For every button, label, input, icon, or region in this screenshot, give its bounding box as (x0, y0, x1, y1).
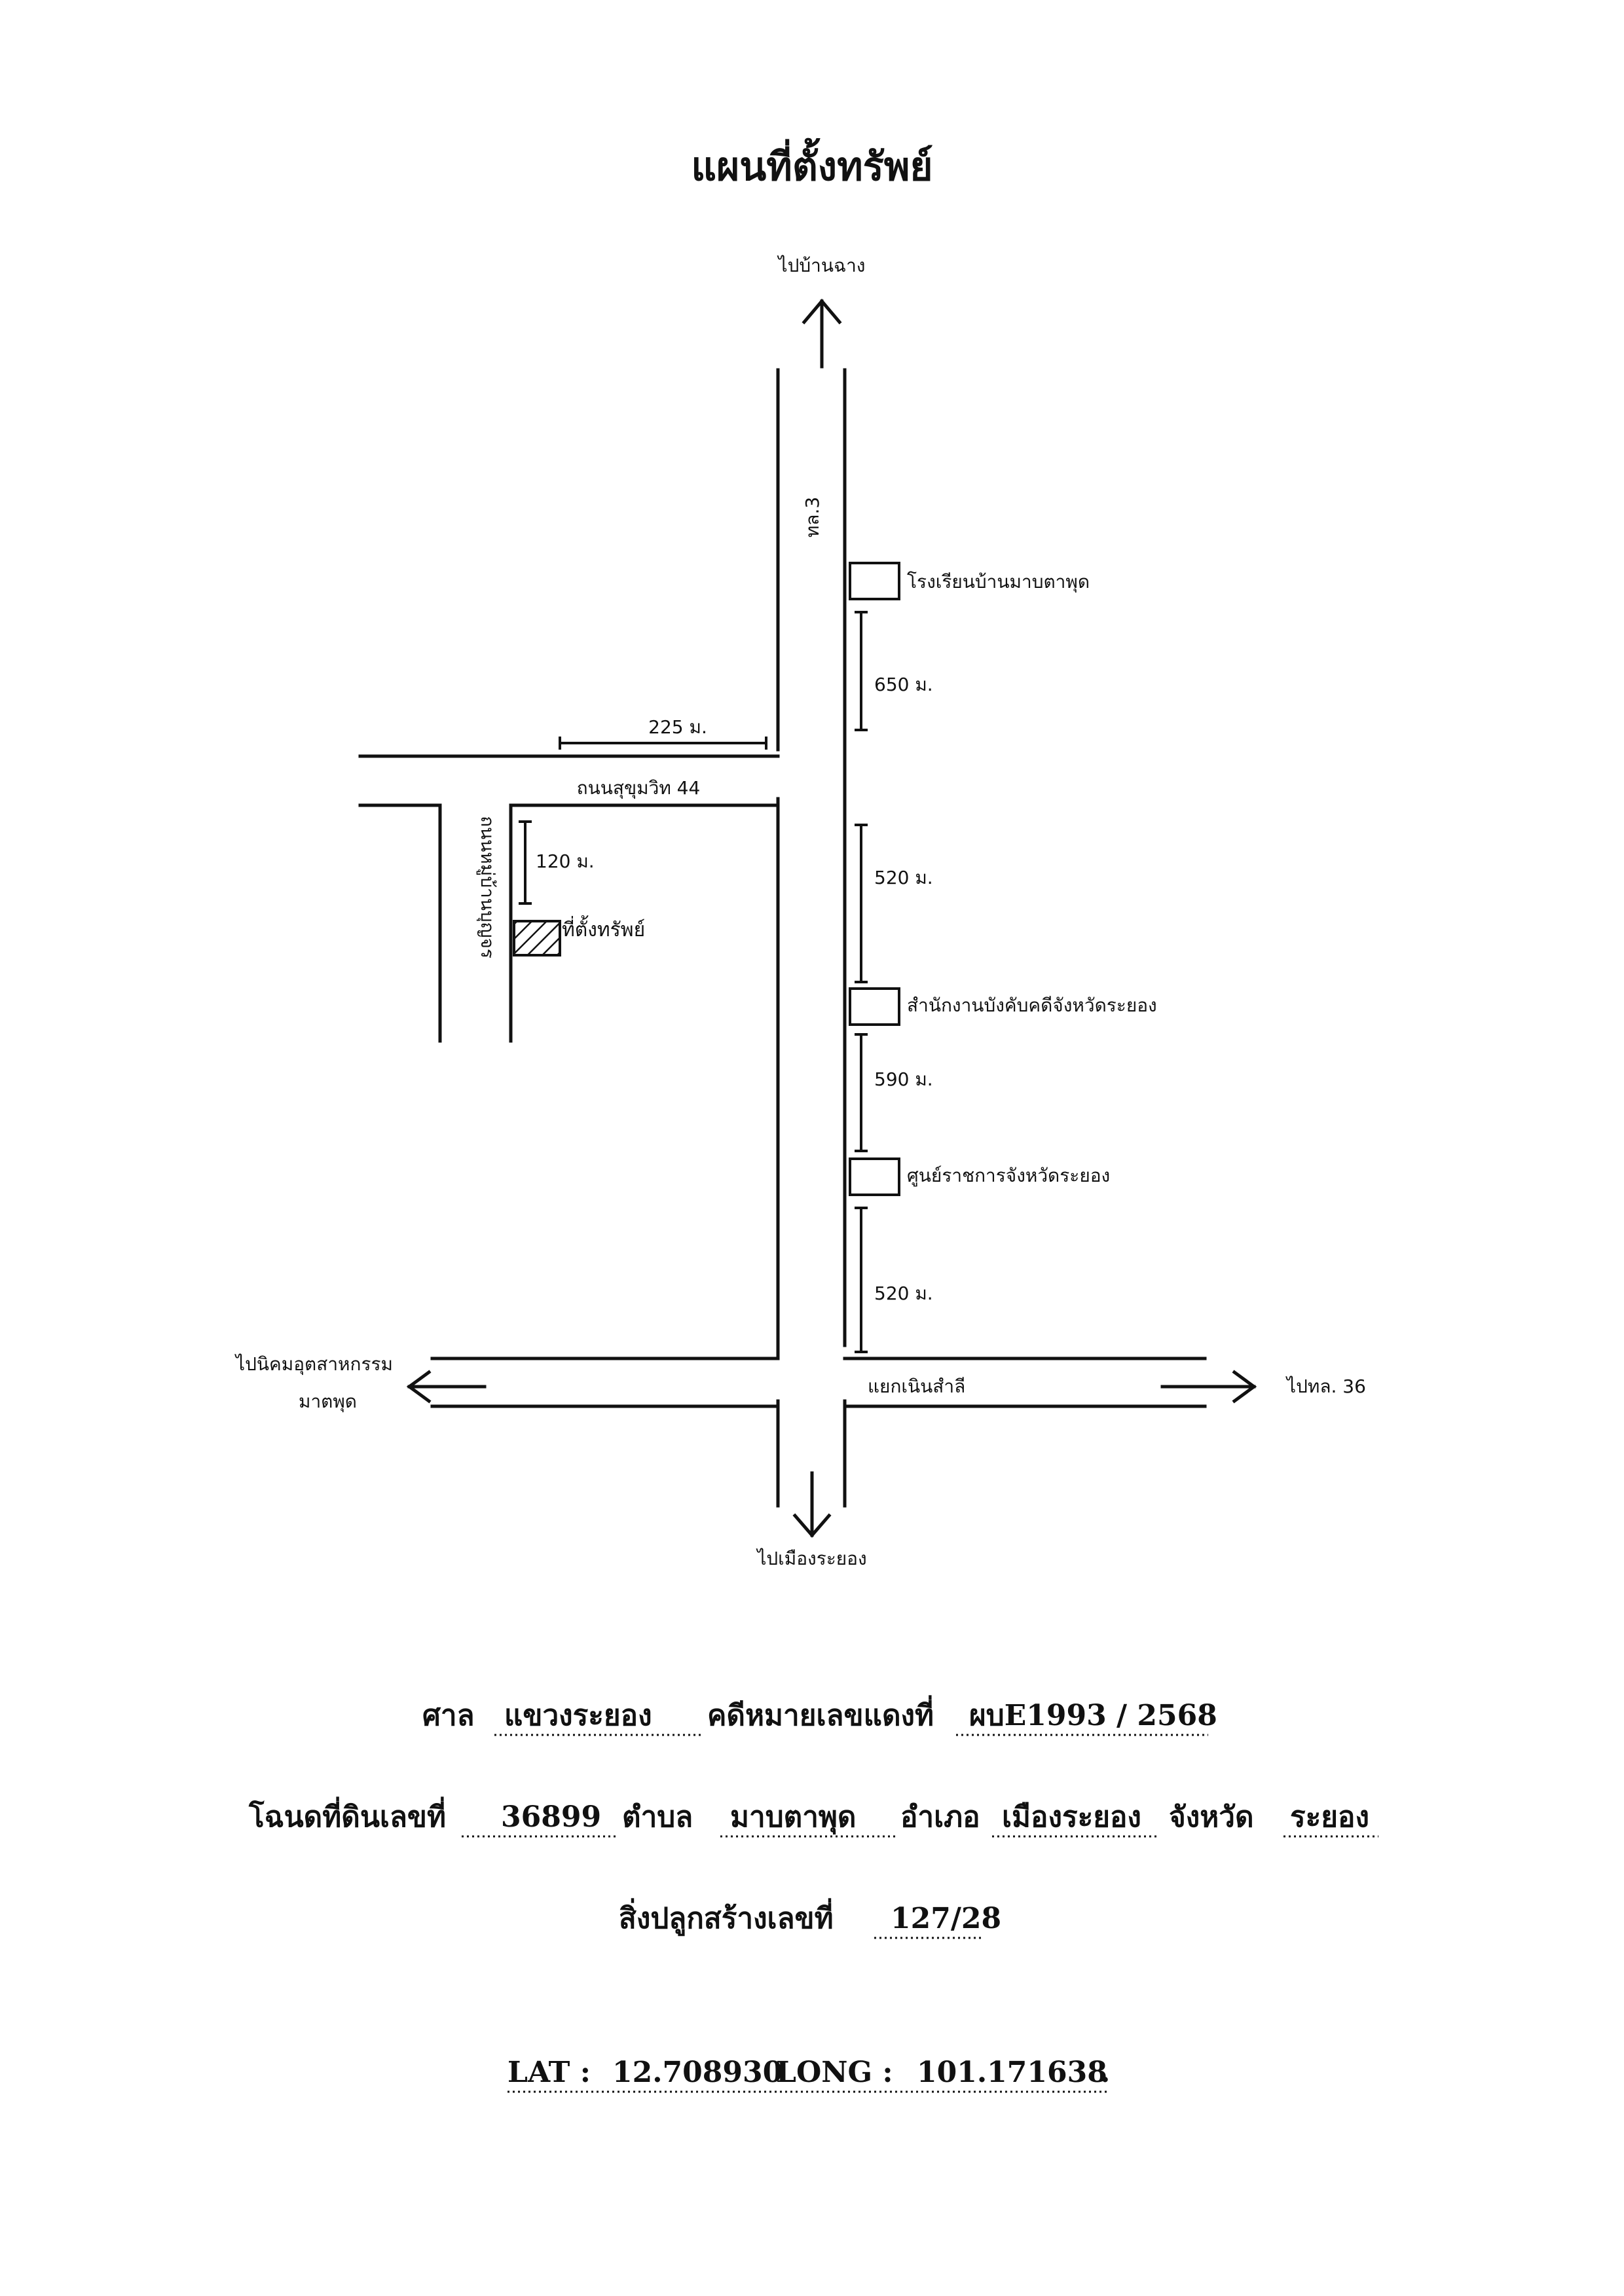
junction-label: แยกเนินสำลี (868, 1376, 965, 1397)
distance-label-120: 120 ม. (536, 850, 595, 872)
distance-label-520-lower: 520 ม. (874, 1283, 933, 1304)
west-arrow (406, 1370, 487, 1404)
distance-marker-520-upper (855, 824, 868, 983)
page-title: แผนที่ตั้งทรัพย์ (691, 137, 932, 190)
soi-road (438, 803, 513, 1043)
tambon-label: ตำบล (622, 1800, 693, 1834)
coordinates-end-mark: . (1100, 2056, 1110, 2089)
building-label: สิ่งปลูกสร้างเลขที่ (619, 1898, 834, 1936)
south-direction-label: ไปเมืองระยอง (756, 1548, 866, 1569)
building-value: 127/28 (891, 1902, 1001, 1935)
sukhumvit-road-label: ถนนสุขุมวิท 44 (577, 777, 701, 799)
north-direction-label: ไปบ้านฉาง (777, 255, 866, 276)
distance-marker-225 (559, 737, 767, 750)
case-number-label: คดีหมายเลขแดงที่ (707, 1695, 934, 1732)
distance-label-650: 650 ม. (874, 674, 933, 695)
longitude-label: LONG : (776, 2056, 893, 2089)
gov-center-building (849, 1157, 900, 1196)
highway-road (776, 368, 847, 1508)
sukhumvit-road (358, 754, 780, 807)
north-arrow (802, 299, 842, 369)
enforcement-office-label: สำนักงานบังคับคดีจังหวัดระยอง (907, 994, 1157, 1016)
enforcement-office-building (849, 987, 900, 1026)
court-line: ศาล แขวงระยอง คดีหมายเลขแดงที่ ผบE1993 /… (422, 1695, 1217, 1736)
deed-label: โฉนดที่ดินเลขที่ (248, 1796, 446, 1834)
distance-marker-650 (855, 611, 868, 731)
court-label: ศาล (422, 1699, 475, 1732)
distance-label-590: 590 ม. (874, 1068, 933, 1090)
amphoe-value: เมืองระยอง (1002, 1800, 1141, 1834)
longitude-value: 101.171638 (917, 2056, 1107, 2089)
province-label: จังหวัด (1169, 1800, 1254, 1834)
coordinates-line: LAT : 12.708930 LONG : 101.171638 . (507, 2056, 1110, 2093)
amphoe-label: อำเภอ (900, 1800, 980, 1834)
distance-marker-520-lower (855, 1207, 868, 1353)
distance-marker-590 (855, 1033, 868, 1152)
court-value: แขวงระยอง (504, 1699, 652, 1732)
distance-marker-120 (519, 820, 532, 905)
east-direction-label: ไปทล. 36 (1285, 1376, 1366, 1397)
cross-road (430, 1357, 1207, 1408)
deed-line: โฉนดที่ดินเลขที่ 36899 ตำบล มาบตาพุด อำเ… (248, 1796, 1378, 1838)
school-building (849, 562, 900, 600)
gov-center-label: ศูนย์ราชการจังหวัดระยอง (907, 1165, 1110, 1187)
latitude-value: 12.708930 (612, 2056, 783, 2089)
west-direction-label-line2: มาตพุด (299, 1391, 357, 1413)
distance-label-225: 225 ม. (648, 716, 707, 738)
deed-value: 36899 (501, 1800, 601, 1834)
province-value: ระยอง (1290, 1800, 1369, 1834)
east-arrow (1160, 1370, 1257, 1404)
south-arrow (792, 1471, 832, 1538)
latitude-label: LAT : (507, 2056, 591, 2089)
school-label: โรงเรียนบ้านมาบตาพุด (907, 571, 1090, 593)
building-line: สิ่งปลูกสร้างเลขที่ 127/28 (619, 1898, 1001, 1939)
case-number-value: ผบE1993 / 2568 (969, 1699, 1217, 1732)
west-direction-label-line1: ไปนิคมอุตสาหกรรม (234, 1353, 393, 1376)
distance-label-520-upper: 520 ม. (874, 867, 933, 888)
tambon-value: มาบตาพุด (730, 1800, 857, 1835)
highway-label: ทล.3 (802, 497, 823, 538)
soi-road-label: ถนนหมู่บ้านบุญจร (476, 816, 498, 958)
property-marker (513, 920, 561, 957)
property-label: ที่ตั้งทรัพย์ (562, 915, 645, 941)
